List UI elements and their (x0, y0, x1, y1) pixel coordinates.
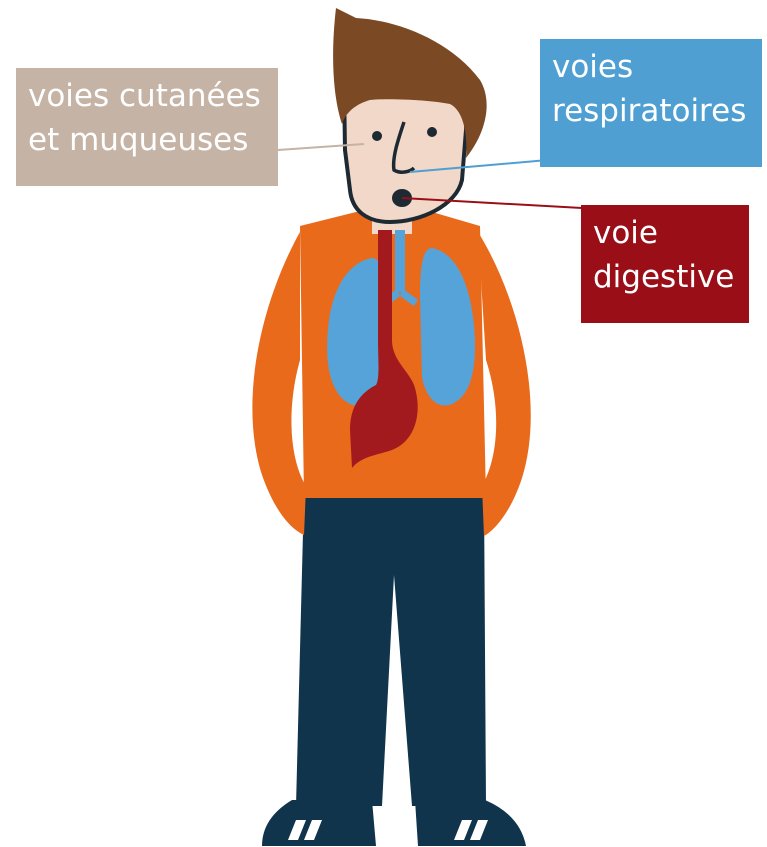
left-eye (372, 131, 382, 141)
left-arm (252, 232, 306, 535)
right-arm (478, 232, 531, 536)
right-shoe (415, 800, 526, 846)
right-eye (427, 127, 437, 137)
skin-mucosa-label-line2: et muqueuses (28, 118, 266, 162)
respiratory-label-box: voies respiratoires (540, 39, 762, 167)
left-shoe (262, 800, 376, 846)
skin-mucosa-label-box: voies cutanées et muqueuses (16, 68, 278, 186)
trousers (296, 493, 486, 806)
digestive-label-line1: voie (593, 211, 737, 255)
digestive-label-box: voie digestive (581, 205, 749, 323)
digestive-label-line2: digestive (593, 255, 737, 299)
respiratory-label-line2: respiratoires (552, 89, 750, 133)
skin-mucosa-label-line1: voies cutanées (28, 74, 266, 118)
respiratory-label-line1: voies (552, 45, 750, 89)
